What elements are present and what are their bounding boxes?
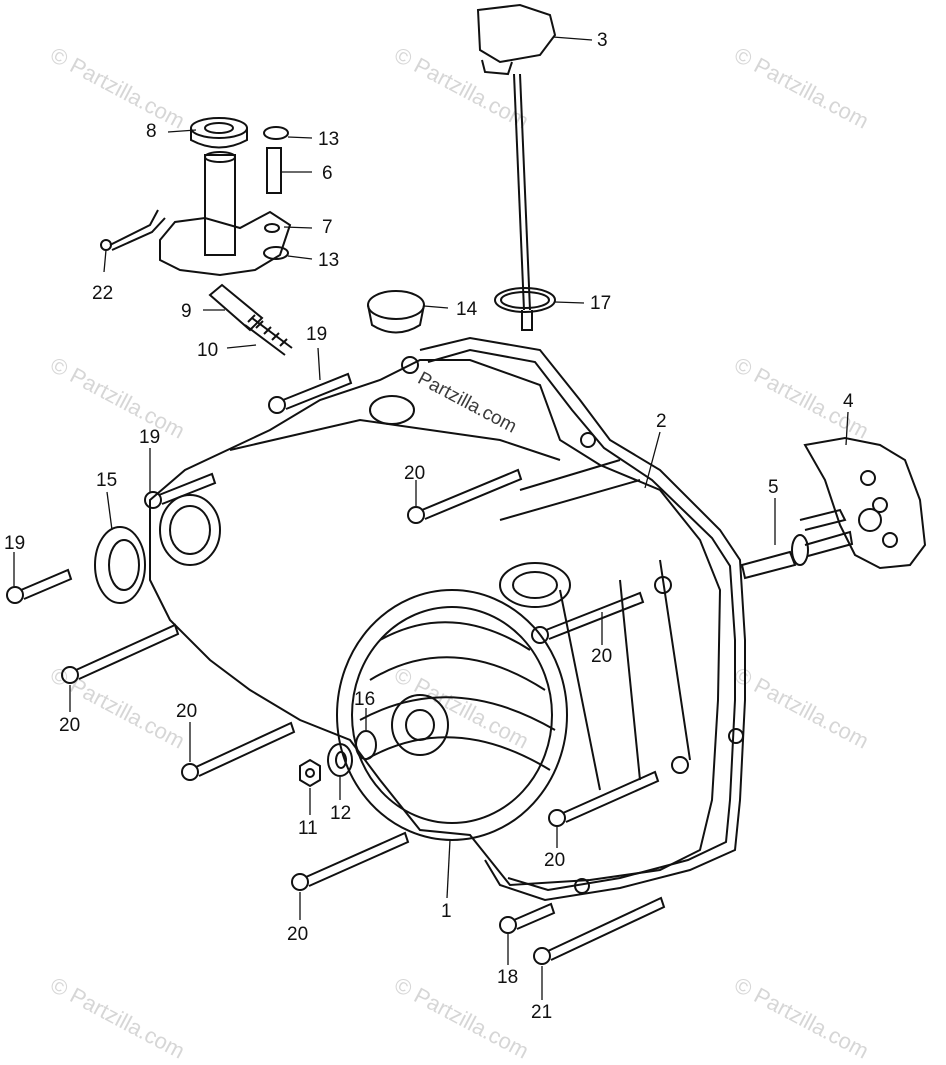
callout-4: 4 bbox=[843, 391, 854, 412]
screw-icon bbox=[407, 468, 523, 524]
oil-dipstick-cap-icon bbox=[476, 3, 557, 331]
callout-5: 5 bbox=[768, 477, 779, 498]
callout-8: 8 bbox=[146, 121, 157, 142]
callout-13: 13 bbox=[318, 129, 340, 150]
screw-icon bbox=[268, 372, 353, 414]
callout-20: 20 bbox=[404, 463, 426, 484]
callout-20: 20 bbox=[176, 701, 198, 722]
oil-seal-icon bbox=[94, 526, 146, 604]
washer-icon bbox=[190, 117, 248, 149]
shaft-icon bbox=[204, 151, 236, 256]
callout-1: 1 bbox=[441, 901, 452, 922]
washer-icon bbox=[327, 743, 353, 777]
screw-icon bbox=[6, 568, 73, 604]
adjuster-bolt-icon bbox=[740, 508, 854, 580]
plate-icon bbox=[159, 210, 292, 277]
callout-18: 18 bbox=[497, 967, 519, 988]
screw-icon bbox=[181, 721, 296, 781]
screw-icon bbox=[548, 770, 660, 827]
screw-icon bbox=[291, 831, 410, 891]
o-ring-icon bbox=[355, 730, 377, 760]
callout-17: 17 bbox=[590, 293, 612, 314]
pin-icon bbox=[266, 147, 282, 194]
screw-icon bbox=[61, 623, 180, 684]
clip-icon bbox=[263, 126, 289, 260]
callout-6: 6 bbox=[322, 163, 333, 184]
callout-2: 2 bbox=[656, 411, 667, 432]
callout-19: 19 bbox=[306, 324, 328, 345]
gasket-icon bbox=[419, 336, 746, 902]
clutch-lever-icon bbox=[803, 436, 927, 570]
callout-14: 14 bbox=[456, 299, 478, 320]
screw-icon bbox=[144, 472, 217, 509]
callout-3: 3 bbox=[597, 30, 608, 51]
callout-21: 21 bbox=[531, 1002, 553, 1023]
leader-lines bbox=[13, 36, 849, 1000]
cap-icon bbox=[367, 290, 425, 334]
callout-7: 7 bbox=[322, 217, 333, 238]
callout-20: 20 bbox=[544, 850, 566, 871]
o-ring-icon bbox=[494, 287, 556, 313]
callout-20: 20 bbox=[591, 646, 613, 667]
callout-11: 11 bbox=[298, 818, 318, 839]
callout-16: 16 bbox=[354, 689, 376, 710]
callout-19: 19 bbox=[4, 533, 26, 554]
callout-10: 10 bbox=[197, 340, 219, 361]
callout-19: 19 bbox=[139, 427, 161, 448]
exploded-parts-diagram bbox=[6, 3, 927, 1000]
callout-13: 13 bbox=[318, 250, 340, 271]
callout-12: 12 bbox=[330, 803, 352, 824]
callout-15: 15 bbox=[96, 470, 118, 491]
callout-20: 20 bbox=[287, 924, 309, 945]
pin-icon bbox=[208, 283, 264, 332]
callout-22: 22 bbox=[92, 283, 114, 304]
crankcase-cover-icon bbox=[149, 356, 722, 887]
screw-icon bbox=[499, 902, 556, 934]
callout-20: 20 bbox=[59, 715, 81, 736]
cotter-pin-icon bbox=[100, 209, 166, 251]
spring-icon bbox=[244, 314, 293, 356]
screw-icon bbox=[533, 896, 666, 965]
screw-icon bbox=[531, 591, 645, 644]
nut-icon bbox=[299, 758, 321, 788]
callout-9: 9 bbox=[181, 301, 192, 322]
